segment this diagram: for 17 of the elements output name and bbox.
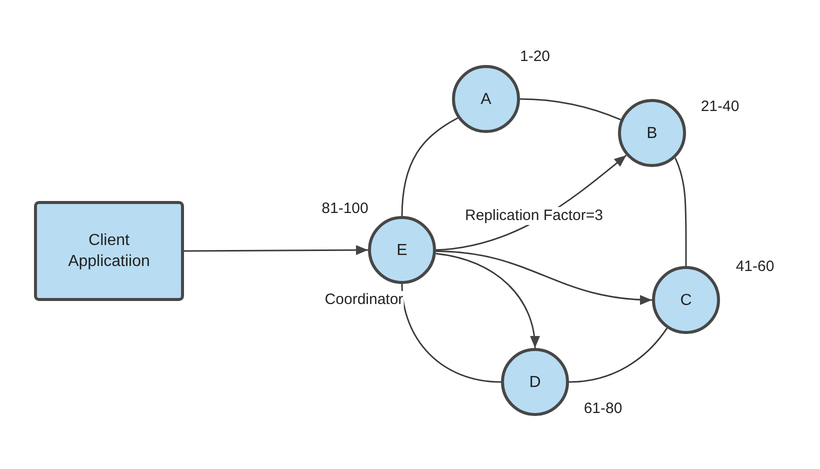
application-box [34, 201, 184, 301]
role-label: Coordinator [324, 291, 404, 309]
node-label: B [646, 124, 658, 144]
node-label: Client Applicatiion [67, 231, 151, 272]
connector-line [401, 117, 458, 216]
connector-line [520, 98, 621, 120]
arrow [184, 245, 368, 256]
arrow [436, 250, 652, 304]
arrow [436, 252, 540, 348]
node-label: E [396, 240, 408, 260]
connector-line [401, 284, 502, 383]
node-label: C [680, 290, 692, 310]
connector-line [674, 158, 687, 266]
connector-line [568, 328, 668, 383]
annotation-text: Replication Factor=3 [464, 207, 604, 225]
node-label: D [529, 372, 541, 392]
node-label: A [480, 90, 492, 110]
